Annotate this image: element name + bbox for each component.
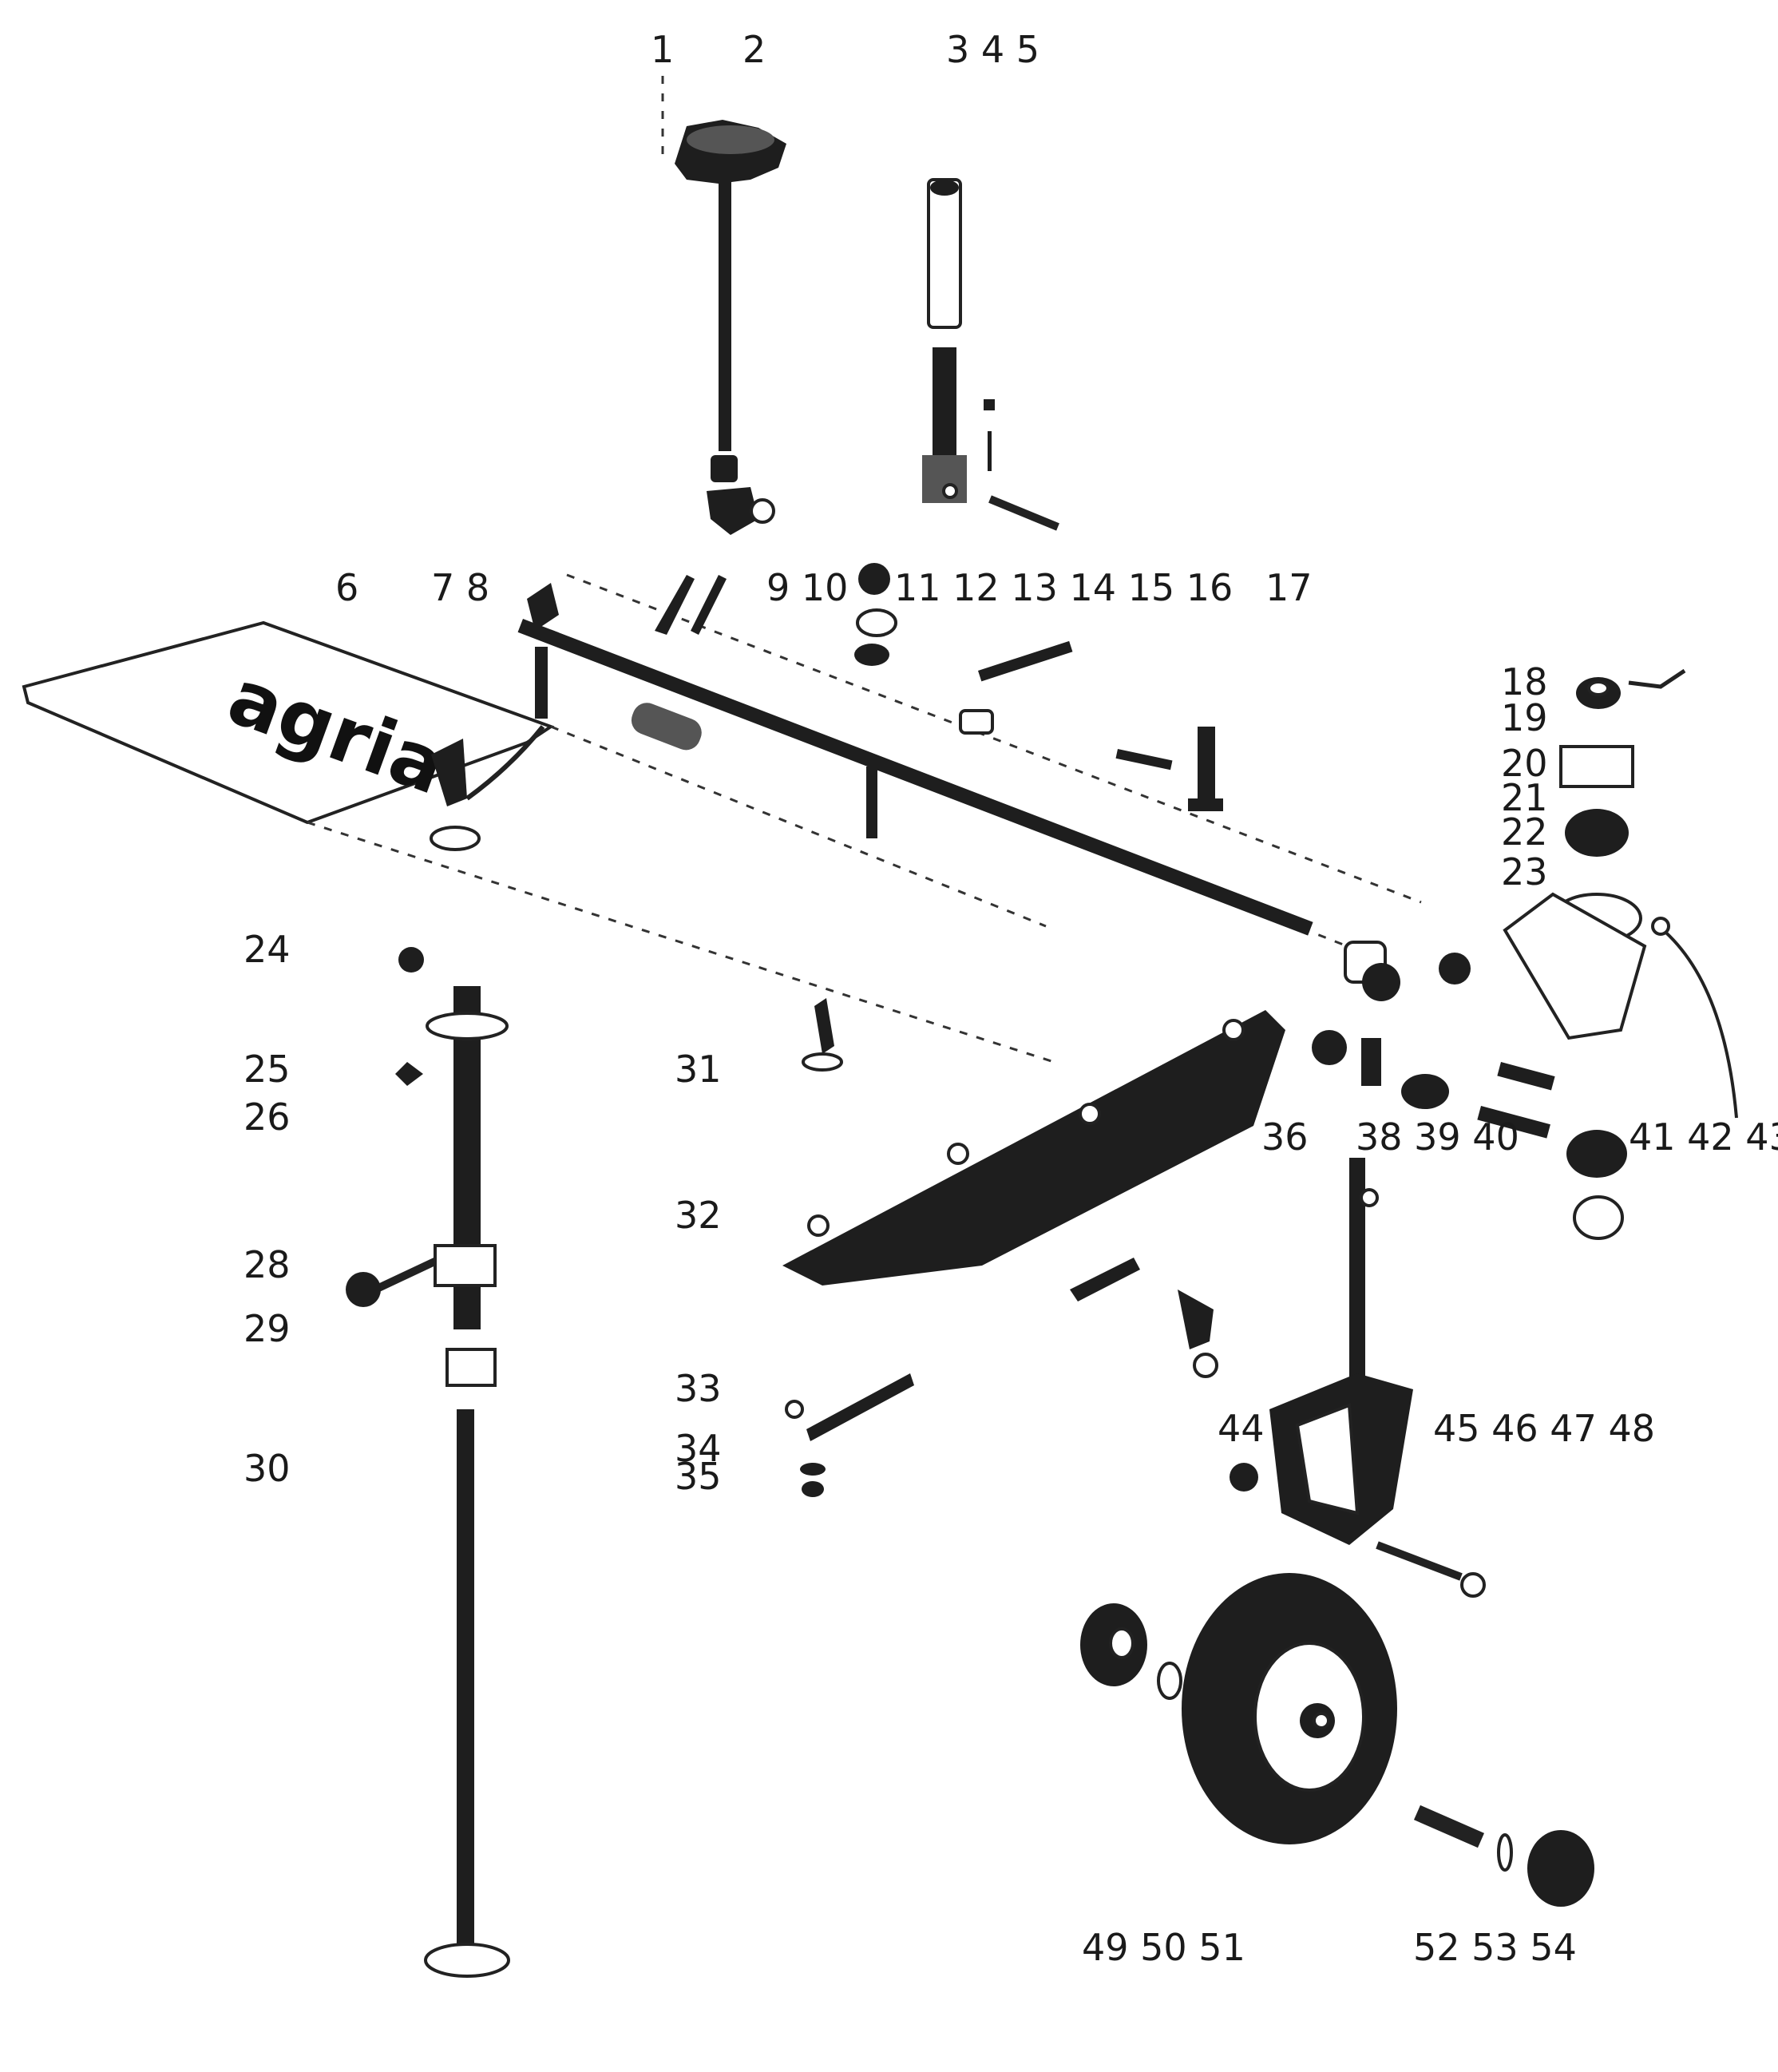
label-52-54: 52 53 54 <box>1413 1926 1577 1969</box>
label-17: 17 <box>1265 566 1313 609</box>
label-7-8: 7 8 <box>431 566 489 609</box>
label-6: 6 <box>335 566 358 609</box>
label-28: 28 <box>244 1243 291 1286</box>
label-18: 18 <box>1501 660 1548 703</box>
label-11-16: 11 12 13 14 15 16 <box>894 566 1233 609</box>
label-44: 44 <box>1218 1407 1265 1450</box>
label-45-48: 45 46 47 48 <box>1433 1407 1655 1450</box>
table-plate: agria <box>22 620 1055 1064</box>
label-3-4-5: 3 4 5 <box>946 28 1039 71</box>
label-22: 22 <box>1501 810 1548 854</box>
label-2: 2 <box>742 28 766 71</box>
label-21: 21 <box>1501 776 1548 819</box>
label-34: 34 <box>675 1427 722 1470</box>
label-29: 29 <box>244 1307 291 1350</box>
label-32: 32 <box>675 1194 722 1237</box>
label-36: 36 <box>1261 1115 1309 1159</box>
sleeve-column <box>922 178 1059 531</box>
label-20: 20 <box>1501 742 1548 785</box>
label-49-51: 49 50 51 <box>1082 1926 1245 1969</box>
star-knob-spindle <box>661 76 786 535</box>
label-1: 1 <box>651 28 674 71</box>
label-26: 26 <box>244 1095 291 1139</box>
rail-plate <box>782 998 1285 1286</box>
collar-stack <box>1477 668 1738 1240</box>
label-24: 24 <box>244 928 291 971</box>
label-33: 33 <box>675 1367 722 1410</box>
wheel-fork <box>1230 1158 1486 1598</box>
label-41-43: 41 42 43 <box>1629 1115 1778 1159</box>
label-23: 23 <box>1501 850 1548 893</box>
frame-bar <box>517 563 1471 1001</box>
support-leg <box>346 947 510 1978</box>
label-30: 30 <box>244 1447 291 1490</box>
label-25: 25 <box>244 1048 291 1091</box>
clamp-spring <box>430 725 545 851</box>
bracket-bolts <box>1312 1030 1449 1109</box>
label-35: 35 <box>675 1455 722 1498</box>
label-38-40: 38 39 40 <box>1356 1115 1519 1159</box>
label-31: 31 <box>675 1048 722 1091</box>
label-19: 19 <box>1501 696 1548 739</box>
part-labels: 1 2 3 4 5 6 7 8 9 10 11 12 13 14 15 16 1… <box>244 28 1778 1969</box>
clamp-strip <box>785 1258 1218 1497</box>
label-9-10: 9 10 <box>766 566 848 609</box>
wheel-assembly <box>1080 1573 1594 1907</box>
